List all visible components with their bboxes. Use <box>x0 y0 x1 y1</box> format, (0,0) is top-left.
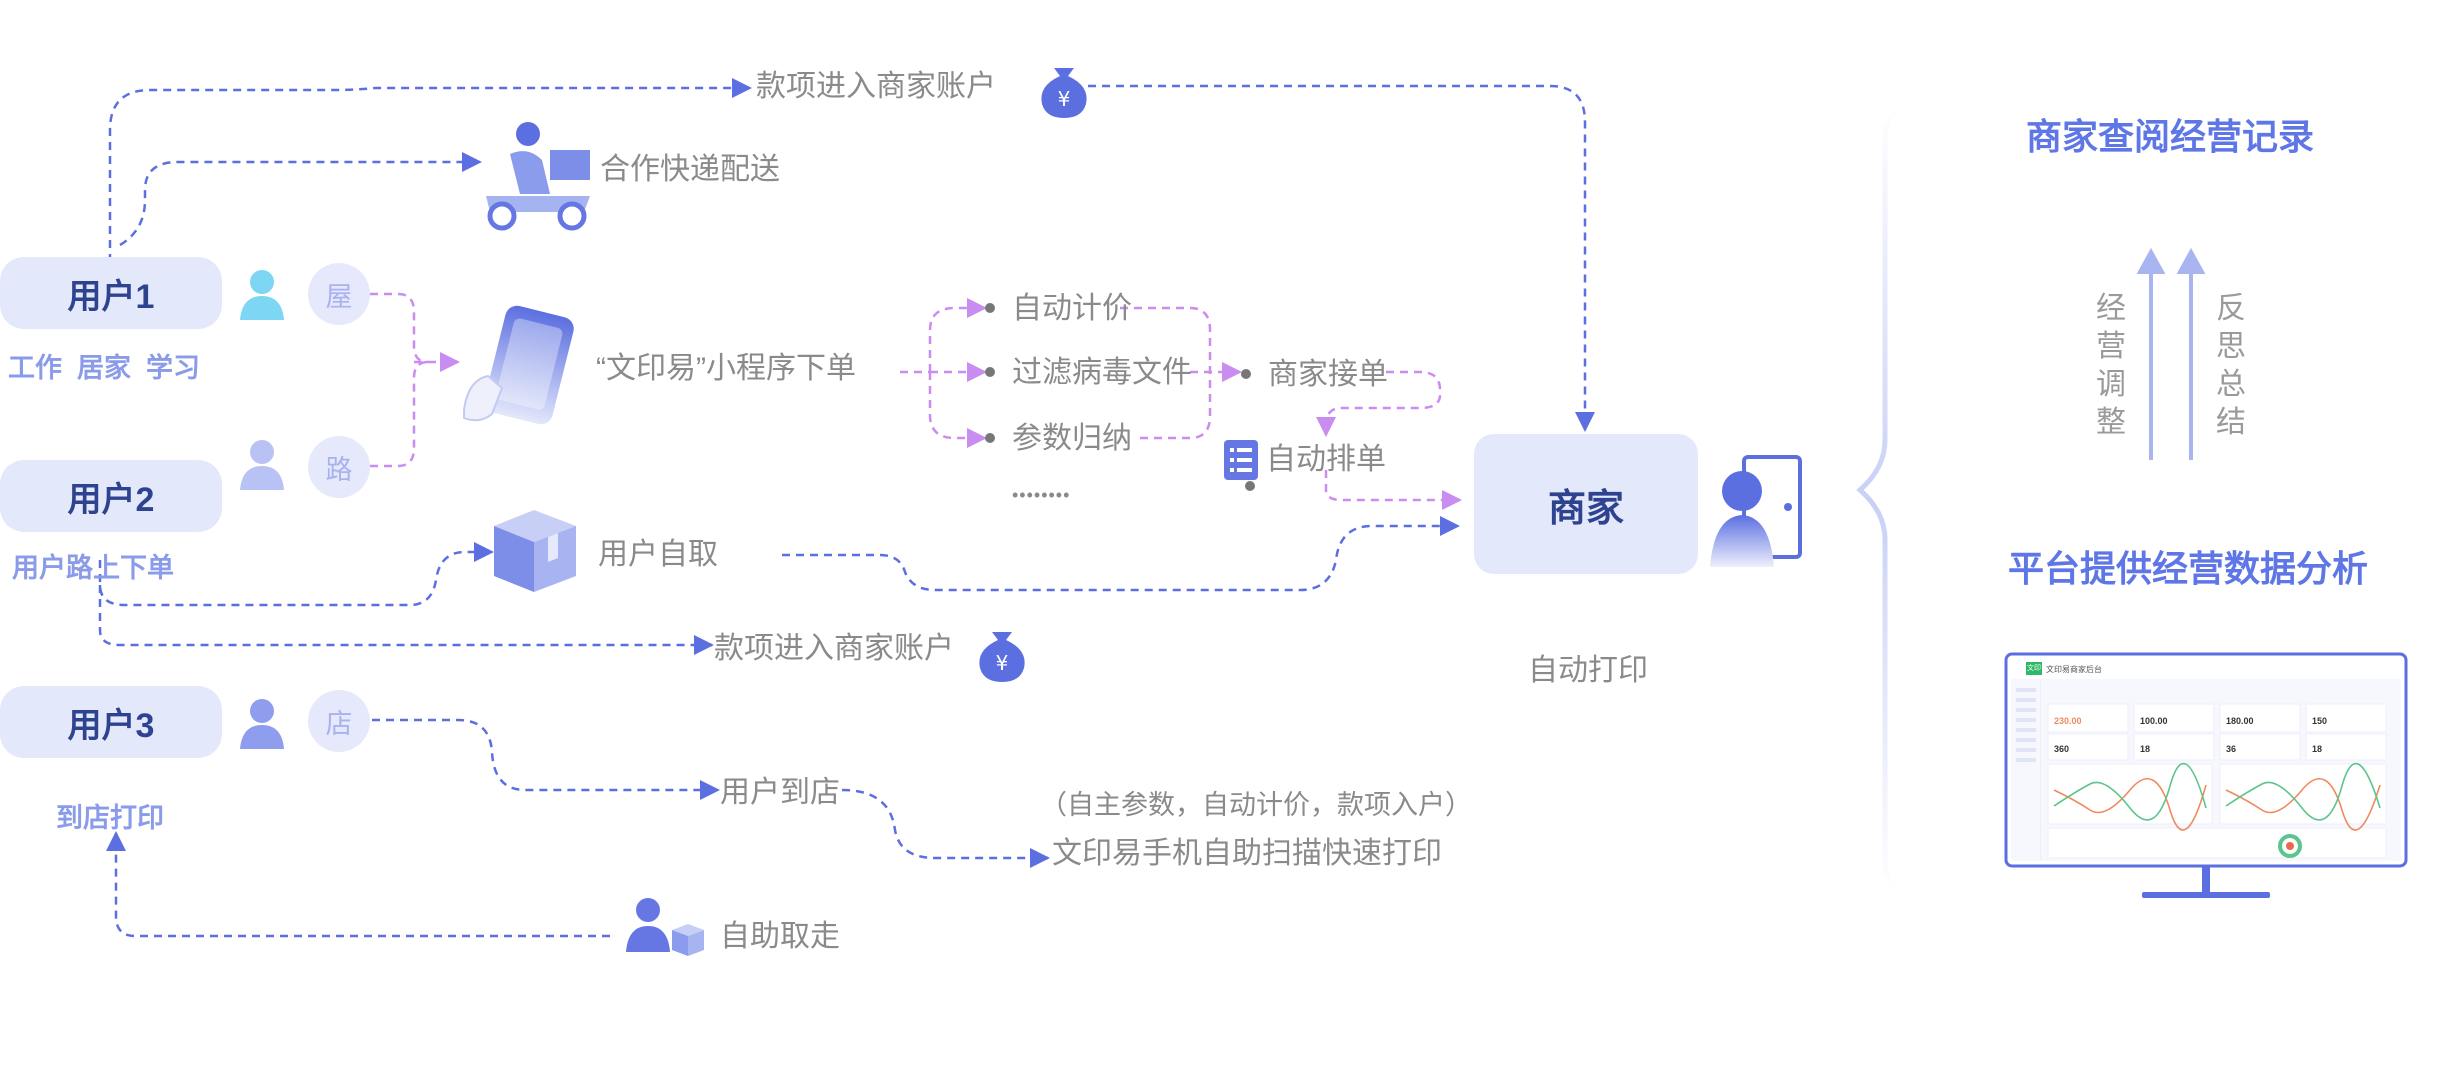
monitor-icon <box>2004 652 2408 898</box>
flow-line-merge-price <box>1120 306 1212 372</box>
list-icon <box>1224 440 1258 480</box>
phone-in-hand-icon <box>463 305 574 425</box>
bullet-dot <box>1245 481 1255 491</box>
monitor-stat: 18 <box>2140 744 2151 754</box>
bullet-dot <box>985 367 995 377</box>
store-tag: 店 <box>308 690 370 752</box>
monitor-stat: 150 <box>2312 716 2328 726</box>
bullet-dot <box>985 303 995 313</box>
money-bag-icon: ¥ <box>1041 68 1087 118</box>
user2-pill: 用户2 <box>0 460 222 532</box>
monitor-stat: 100.00 <box>2140 716 2168 726</box>
person-icon <box>240 699 284 749</box>
param-summary-label: 参数归纳 <box>1012 422 1132 455</box>
scan-print-label: 文印易手机自助扫描快速打印 <box>1052 837 1442 870</box>
person-icon <box>240 270 284 320</box>
monitor-stat: 36 <box>2226 744 2237 754</box>
flow-line-road-order <box>370 360 429 468</box>
flow-line-accept-to-queue <box>1316 370 1442 437</box>
auto-queue-label: 自动排单 <box>1266 443 1386 476</box>
flow-line-pickup-to-merchant <box>782 516 1460 592</box>
flow-line-payment-top <box>108 78 752 262</box>
flow-line-self-pickup <box>98 542 494 607</box>
flow-line-store-to-scan <box>841 788 1050 868</box>
more-dots: •••••••• <box>1012 485 1071 505</box>
flow-line-payment-bottom <box>98 585 714 655</box>
vertical-text-reflect: 反 思 总 结 <box>2216 292 2246 439</box>
flow-line-to-param-summary <box>928 372 987 448</box>
monitor-stat: 360 <box>2054 744 2070 754</box>
svg-text:¥: ¥ <box>996 651 1009 675</box>
user1-scenario: 工作 居家 学习 <box>8 353 201 383</box>
courier-scooter-icon <box>486 122 590 231</box>
person-with-box-icon <box>626 898 704 956</box>
store-note-label: （自主参数，自动计价，款项入户） <box>1040 790 1472 820</box>
flow-line-home-order <box>370 292 429 364</box>
platform-analysis-title: 平台提供经营数据分析 <box>2008 548 2369 589</box>
monitor-app-title: 文印易商家后台 <box>2046 665 2102 674</box>
delivery-label: 合作快递配送 <box>600 153 780 186</box>
road-tag: 路 <box>308 436 370 498</box>
user3-name: 用户3 <box>67 706 155 745</box>
monitor-stat: 180.00 <box>2226 716 2254 726</box>
payment-bottom-label: 款项进入商家账户 <box>714 632 954 665</box>
virus-filter-label: 过滤病毒文件 <box>1012 356 1192 389</box>
user2-scenario: 用户路上下单 <box>12 553 174 583</box>
vertical-text-adjust: 经 营 调 整 <box>2096 292 2126 439</box>
flow-line-to-store <box>372 718 720 800</box>
monitor-stat: 18 <box>2312 744 2323 754</box>
arrive-store-label: 用户到店 <box>720 776 840 809</box>
home-tag: 屋 <box>308 263 370 325</box>
merchant-box: 商家 <box>1474 434 1698 574</box>
merchant-accept-label: 商家接单 <box>1268 358 1388 391</box>
bullet-dot <box>985 433 995 443</box>
flow-line-to-auto-price <box>928 298 987 372</box>
section-brace <box>1856 102 1907 898</box>
auto-print-label: 自动打印 <box>1528 654 1648 687</box>
user3-pill: 用户3 <box>0 686 222 758</box>
bullet-dot <box>1241 369 1251 379</box>
shopkeeper-icon <box>1710 455 1802 567</box>
person-icon <box>240 440 284 490</box>
auto-price-label: 自动计价 <box>1012 292 1132 325</box>
merchant-records-title: 商家查阅经营记录 <box>2026 116 2315 157</box>
package-box-icon <box>494 510 576 592</box>
svg-text:¥: ¥ <box>1058 87 1071 111</box>
monitor-stat: 230.00 <box>2054 716 2082 726</box>
user1-pill: 用户1 <box>0 257 222 329</box>
monitor-logo: 文印 <box>2026 662 2042 675</box>
flow-line-courier <box>119 152 482 247</box>
flow-line-self-take <box>106 831 610 938</box>
flow-line-queue-to-merchant <box>1324 470 1462 510</box>
self-pickup-label: 用户自取 <box>598 538 718 571</box>
user3-scenario: 到店打印 <box>56 803 164 833</box>
user2-name: 用户2 <box>67 480 155 519</box>
self-take-label: 自助取走 <box>720 920 840 953</box>
merchant-name: 商家 <box>1547 487 1624 530</box>
order-label: “文印易”小程序下单 <box>596 352 856 385</box>
flow-line-payment-to-merchant <box>1088 84 1595 432</box>
money-bag-icon: ¥ <box>979 632 1025 682</box>
user1-name: 用户1 <box>67 277 155 316</box>
payment-top-label: 款项进入商家账户 <box>756 70 996 103</box>
